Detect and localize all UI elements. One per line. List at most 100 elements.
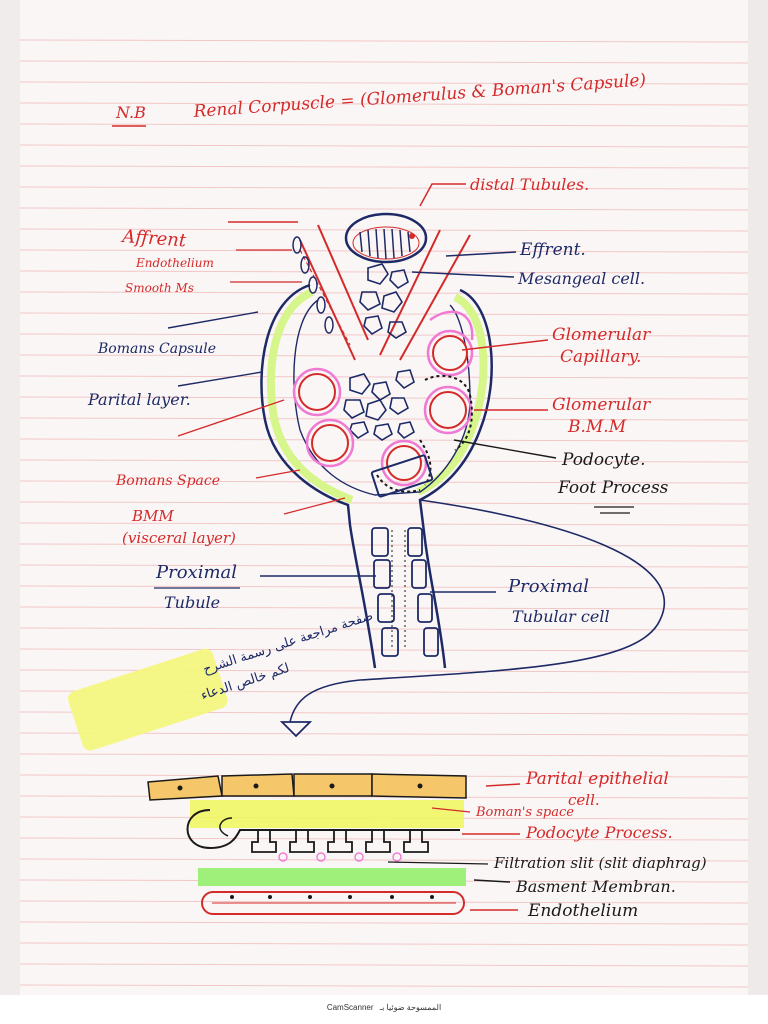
arrow-basement-membrane — [473, 879, 511, 883]
rule-line — [19, 753, 749, 757]
podocyte-cell-body — [370, 454, 434, 498]
label-distal-tubules: distal Tubules. — [470, 175, 589, 194]
label-bomans-capsule: Bomans Capsule — [97, 341, 216, 357]
rule-line — [19, 165, 749, 169]
rule-line — [19, 123, 749, 127]
label-bomans-space-bottom: Boman's space — [475, 805, 574, 820]
rule-line — [19, 438, 749, 442]
rule-line — [19, 102, 749, 106]
distal-tubule-section — [344, 212, 428, 264]
parietal-layer-right — [416, 293, 488, 496]
bomans-space-band — [190, 800, 464, 828]
label-bmm-1: BMM — [131, 507, 174, 525]
rule-line — [19, 270, 749, 274]
rule-line — [19, 522, 749, 526]
rule-line — [19, 354, 749, 358]
rule-line — [19, 942, 749, 946]
arrow-parietal-epithelial — [485, 783, 521, 787]
label-glomerular-capillary-1: Glomerular — [552, 325, 651, 345]
label-endothelium: Endothelium — [527, 901, 638, 921]
arrow-bomans-capsule — [167, 311, 259, 329]
rule-line — [19, 207, 749, 211]
proximal-brush-border — [391, 530, 406, 650]
mesangial-cells — [343, 263, 415, 441]
label-parietal-epithelial-2: cell. — [568, 791, 600, 809]
nb-label: N.B — [115, 103, 146, 122]
connector-arrowhead — [279, 721, 313, 738]
slit-diaphragms — [278, 852, 402, 862]
label-mesangeal-cell: Mesangeal cell. — [517, 269, 645, 288]
rule-line — [19, 333, 749, 337]
label-proximal-cell-2: Tubular cell — [512, 607, 610, 626]
label-filtration-slit: Filtration slit (slit diaphrag) — [493, 854, 707, 872]
connector-curve — [289, 499, 666, 723]
paper-right-edge — [748, 0, 768, 1024]
rule-line — [19, 312, 749, 316]
arrow-bmm — [283, 497, 346, 515]
arrow-bomans-space-bottom — [431, 807, 471, 813]
label-smooth-ms: Smooth Ms — [125, 281, 194, 295]
podocyte-nucleus — [219, 817, 233, 837]
ruled-lines — [19, 39, 749, 988]
podocyte-cell-outline — [186, 809, 460, 850]
rule-line — [19, 606, 749, 610]
endothelium-nuclei — [230, 895, 434, 899]
rule-line — [19, 501, 749, 505]
rule-line — [19, 249, 749, 253]
arrow-glomerular-capillary — [461, 339, 549, 351]
rule-line — [19, 543, 749, 547]
label-endothelium-small: Endothelium — [135, 256, 214, 270]
afferent-line-2 — [299, 239, 356, 361]
label-glomerular-bmm-2: B.M.M — [567, 417, 627, 437]
glomerular-capillaries — [292, 310, 474, 487]
label-basement-membrane: Basment Membran. — [515, 877, 676, 896]
rule-line — [19, 291, 749, 295]
capsule-outer-left — [260, 283, 377, 669]
arrow-filtration-slit — [387, 861, 489, 865]
rule-line — [19, 585, 749, 589]
rule-line — [19, 564, 749, 568]
label-parietal-layer: Parital layer. — [87, 390, 191, 409]
label-podocyte-2: Foot Process — [557, 478, 669, 498]
podocyte-pedicels — [251, 830, 429, 853]
parietal-epithelial-cells — [147, 773, 467, 801]
scanner-watermark: CamScanner الممسوحة ضوئيا بـ — [0, 1003, 768, 1012]
label-parietal-epithelial-1: Parital epithelial — [525, 769, 669, 789]
rule-line — [19, 648, 749, 652]
paper-left-edge — [0, 0, 20, 1024]
label-bmm-2: (visceral layer) — [122, 529, 236, 547]
rule-line — [19, 963, 749, 967]
rule-line — [19, 984, 749, 988]
rule-line — [19, 921, 749, 925]
rule-line — [19, 900, 749, 904]
proximal-tubule-cells — [371, 527, 439, 657]
rule-line — [19, 186, 749, 190]
filtration-barrier-diagram — [147, 773, 467, 915]
renal-corpuscle-diagram — [260, 212, 493, 669]
watermark-arabic: الممسوحة ضوئيا بـ — [379, 1003, 442, 1012]
rule-line — [19, 417, 749, 421]
scan-bottom-margin — [0, 995, 768, 1024]
watermark-app: CamScanner — [326, 1003, 374, 1012]
rule-line — [19, 459, 749, 463]
label-bomans-space: Bomans Space — [115, 473, 220, 489]
label-efferent: Effrent. — [519, 240, 586, 260]
label-podocyte-1: Podocyte. — [561, 450, 646, 470]
rule-line — [19, 81, 749, 85]
arrow-podocyte — [453, 439, 557, 459]
endothelium-tube — [201, 891, 465, 915]
rule-line — [19, 39, 749, 43]
arrow-parietal-layer — [177, 371, 263, 387]
diagram-labels: distal Tubules. Affrent Endothelium Smoo… — [87, 175, 669, 626]
label-proximal-tubule-1: Proximal — [155, 562, 237, 583]
arrow-distal-tubules — [419, 183, 466, 207]
parietal-layer-left — [266, 288, 354, 504]
rule-line — [19, 858, 749, 862]
arrow-efferent — [445, 251, 517, 257]
rule-line — [19, 375, 749, 379]
filtration-labels: Parital epithelial cell. Boman's space P… — [387, 769, 707, 921]
arrow-bomans-space-upper — [177, 399, 285, 437]
